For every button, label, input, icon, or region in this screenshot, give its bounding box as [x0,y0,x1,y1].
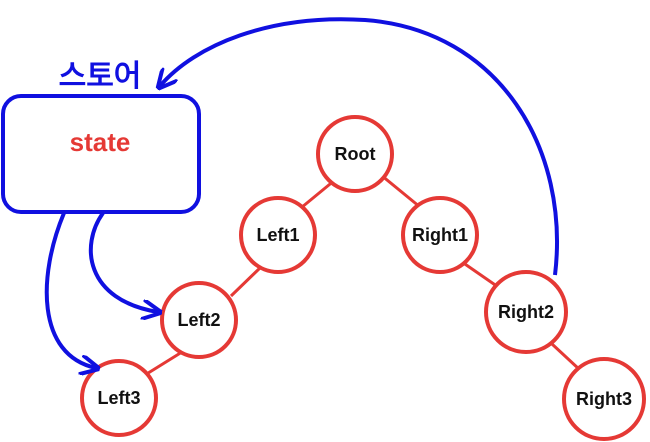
flow-arrow-store-to-left3 [44,212,96,368]
edge-left1-left2 [229,264,264,298]
node-left3: Left3 [80,359,158,437]
tree-nodes: Root Left1 Right1 Left2 Right2 Left3 Rig… [80,115,646,441]
node-root: Root [316,115,394,193]
node-right1: Right1 [401,196,479,274]
edge-right2-right3 [550,342,582,372]
store-label: 스토어 [59,59,142,94]
node-label-left3: Left3 [97,388,140,408]
flow-arrow-store-to-left2 [88,211,158,312]
store-box [1,94,201,214]
node-right2: Right2 [484,270,568,354]
node-label-root: Root [335,144,376,164]
node-label-right3: Right3 [576,389,632,409]
edge-left2-left3 [144,350,183,377]
node-right3: Right3 [562,357,646,441]
state-label: state [70,127,131,157]
node-left1: Left1 [239,196,317,274]
flow-arrow-right2-to-store [160,17,559,276]
flow-arrows [44,17,559,368]
edge-root-right1 [380,173,421,209]
node-label-right1: Right1 [412,225,468,245]
node-label-right2: Right2 [498,302,554,322]
node-label-left2: Left2 [177,310,220,330]
node-left2: Left2 [160,281,238,359]
node-label-left1: Left1 [256,225,299,245]
